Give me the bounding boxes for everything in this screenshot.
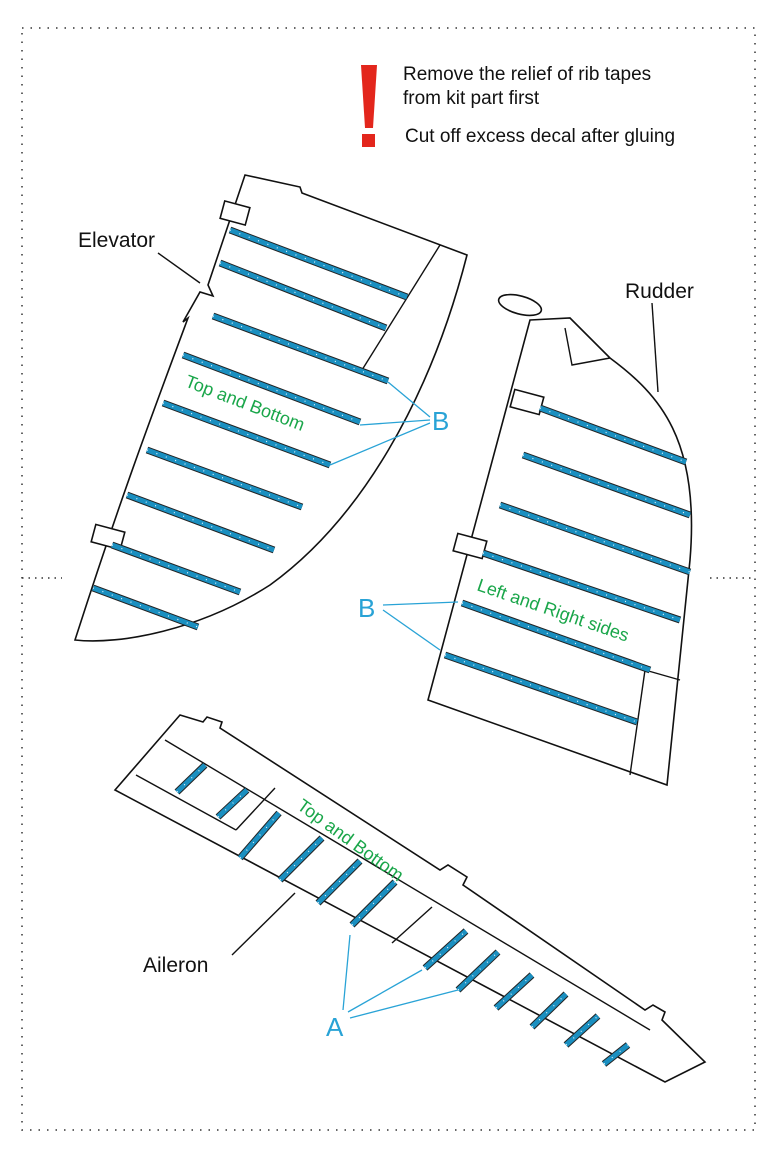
rib-tape (229, 227, 408, 300)
rib-tape (238, 811, 281, 860)
rudder-leader (651, 302, 659, 393)
rib-tape (162, 400, 331, 468)
aileron-leader (231, 892, 296, 956)
rudder-part (427, 293, 693, 787)
exclamation-icon (361, 65, 377, 147)
elevator-leader (157, 252, 201, 284)
rib-tape (423, 929, 468, 970)
tape-b-label-elevator: B (432, 406, 449, 436)
rib-tape (212, 313, 389, 384)
rib-tape (499, 504, 691, 573)
rib-tape (539, 405, 687, 465)
rib-tape (182, 352, 361, 425)
rib-tape (175, 763, 207, 794)
rib-tape (216, 788, 249, 819)
cut-border (21, 27, 756, 1131)
tape-a-label-aileron: A (326, 1012, 344, 1042)
aileron-part (113, 714, 707, 1083)
note-line-2: from kit part first (403, 88, 540, 109)
callout-lines-a-aileron (342, 934, 459, 1019)
elevator-label: Elevator (78, 229, 155, 252)
rib-tape (482, 550, 681, 623)
rudder-label: Rudder (625, 280, 694, 303)
rib-tape (530, 992, 568, 1029)
rib-tape (461, 600, 651, 673)
elevator-part (73, 174, 468, 642)
rib-tape (146, 447, 303, 510)
rib-tape (126, 494, 275, 551)
rib-tape (219, 260, 387, 331)
rib-tape (316, 859, 362, 905)
rib-tape (522, 452, 691, 518)
rib-tape (351, 881, 396, 926)
tape-b-label-rudder: B (358, 593, 375, 623)
note-line-1: Remove the relief of rib tapes (403, 64, 651, 85)
aileron-label: Aileron (143, 954, 208, 977)
rib-tape (92, 585, 199, 630)
rib-tape (456, 950, 500, 992)
rib-tape (602, 1043, 630, 1066)
callout-lines-b-elevator (329, 381, 431, 466)
rib-tape (444, 652, 638, 725)
rib-tape (564, 1014, 600, 1047)
note-line-3: Cut off excess decal after gluing (405, 126, 675, 147)
callout-lines-b-rudder (382, 601, 459, 651)
rib-tape (495, 974, 533, 1009)
rib-tape (111, 542, 241, 595)
rib-tape (278, 836, 324, 882)
